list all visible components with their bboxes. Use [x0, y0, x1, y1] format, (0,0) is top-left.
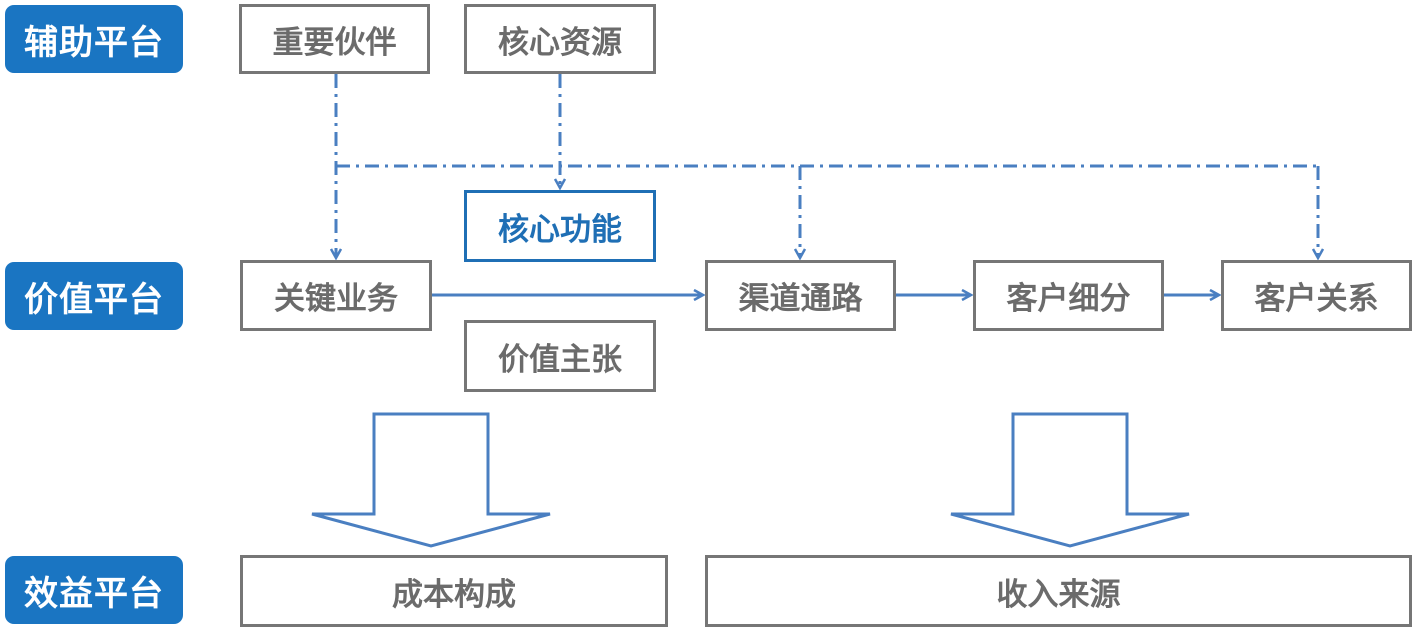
channels-box: 渠道通路	[705, 260, 896, 331]
cost-structure-box: 成本构成	[240, 555, 668, 627]
key-activities-box: 关键业务	[240, 260, 432, 331]
customer-relationships-box: 客户关系	[1221, 260, 1412, 331]
revenue-streams-box: 收入来源	[705, 555, 1412, 627]
key-partners-box: 重要伙伴	[239, 4, 430, 74]
key-resources-box: 核心资源	[464, 4, 656, 74]
value-proposition-box: 价值主张	[464, 320, 656, 392]
value-platform-tag: 价值平台	[5, 262, 183, 330]
core-function-box: 核心功能	[464, 190, 656, 262]
benefit-platform-tag: 效益平台	[5, 556, 183, 624]
revenue-down-arrow	[950, 412, 1190, 548]
customer-segments-box: 客户细分	[973, 260, 1164, 331]
auxiliary-platform-tag: 辅助平台	[5, 5, 183, 73]
cost-down-arrow	[311, 412, 551, 548]
